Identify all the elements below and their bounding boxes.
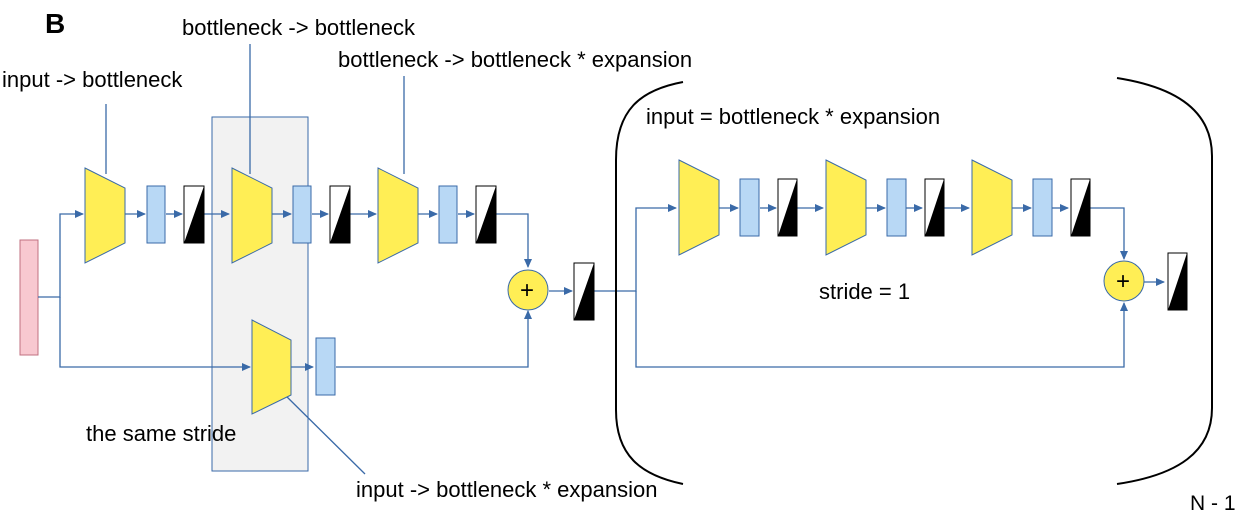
repeat-norm-3: [1032, 178, 1053, 237]
label-repeat-input: input = bottleneck * expansion: [646, 104, 941, 129]
input-to-shortcut-path: [59, 297, 251, 371]
add-symbol-main: +: [520, 277, 535, 304]
callout-shortcut-projection: [281, 391, 366, 475]
conv-bottleneck-to-expansion: [377, 167, 419, 264]
norm-block-2: [292, 185, 312, 244]
norm-block-3: [438, 185, 458, 244]
add-node-main: [507, 269, 549, 311]
label-bottleneck-to-bottleneck: bottleneck -> bottleneck: [182, 15, 415, 40]
repeat-activation-3: [1070, 178, 1091, 237]
repeat-conv-1: [678, 159, 720, 256]
repeat-norm-2: [886, 178, 907, 237]
repeat-norm-1: [739, 178, 760, 237]
arrow-r-act3-add: [1090, 207, 1128, 260]
conv-input-to-bottleneck: [84, 167, 126, 264]
repeat-activation-1: [777, 178, 798, 237]
norm-shortcut: [315, 337, 336, 396]
repeat-conv-3: [971, 159, 1013, 256]
repeat-activation-after-add: [1167, 252, 1188, 311]
add-node-repeat: [1103, 260, 1145, 302]
activation-block-3: [475, 185, 497, 244]
input-to-main-path: [38, 210, 84, 298]
arrow-repeat-shortcut: [635, 291, 1128, 368]
norm-block-1: [146, 185, 166, 244]
arrow-act-to-repeat: [594, 204, 677, 292]
connections: [38, 44, 1165, 475]
label-shortcut-projection: input -> bottleneck * expansion: [356, 477, 658, 502]
activation-block-1: [183, 185, 205, 244]
repeat-activation-2: [924, 178, 945, 237]
conv-shortcut-projection: [251, 319, 292, 415]
stride-highlight-panel: [211, 116, 309, 472]
activation-block-2: [329, 185, 351, 244]
repeat-conv-2: [825, 159, 867, 256]
repeat-bracket-right: [1116, 77, 1213, 485]
label-same-stride: the same stride: [86, 421, 237, 446]
label-input-to-bottleneck: input -> bottleneck: [2, 67, 183, 92]
add-symbol-repeat: +: [1116, 268, 1131, 295]
repeat-bracket-left: [615, 81, 684, 485]
conv-bottleneck-to-bottleneck: [231, 167, 273, 264]
label-bottleneck-to-expansion: bottleneck -> bottleneck * expansion: [338, 47, 693, 72]
input-block: [19, 239, 39, 356]
arrow-act3-add: [496, 213, 532, 268]
panel-label: B: [45, 8, 66, 39]
arrow-shortcut-add: [336, 310, 532, 368]
activation-after-add: [573, 262, 595, 321]
label-repeat-count: N - 1: [1190, 492, 1236, 515]
label-repeat-stride: stride = 1: [819, 279, 911, 304]
